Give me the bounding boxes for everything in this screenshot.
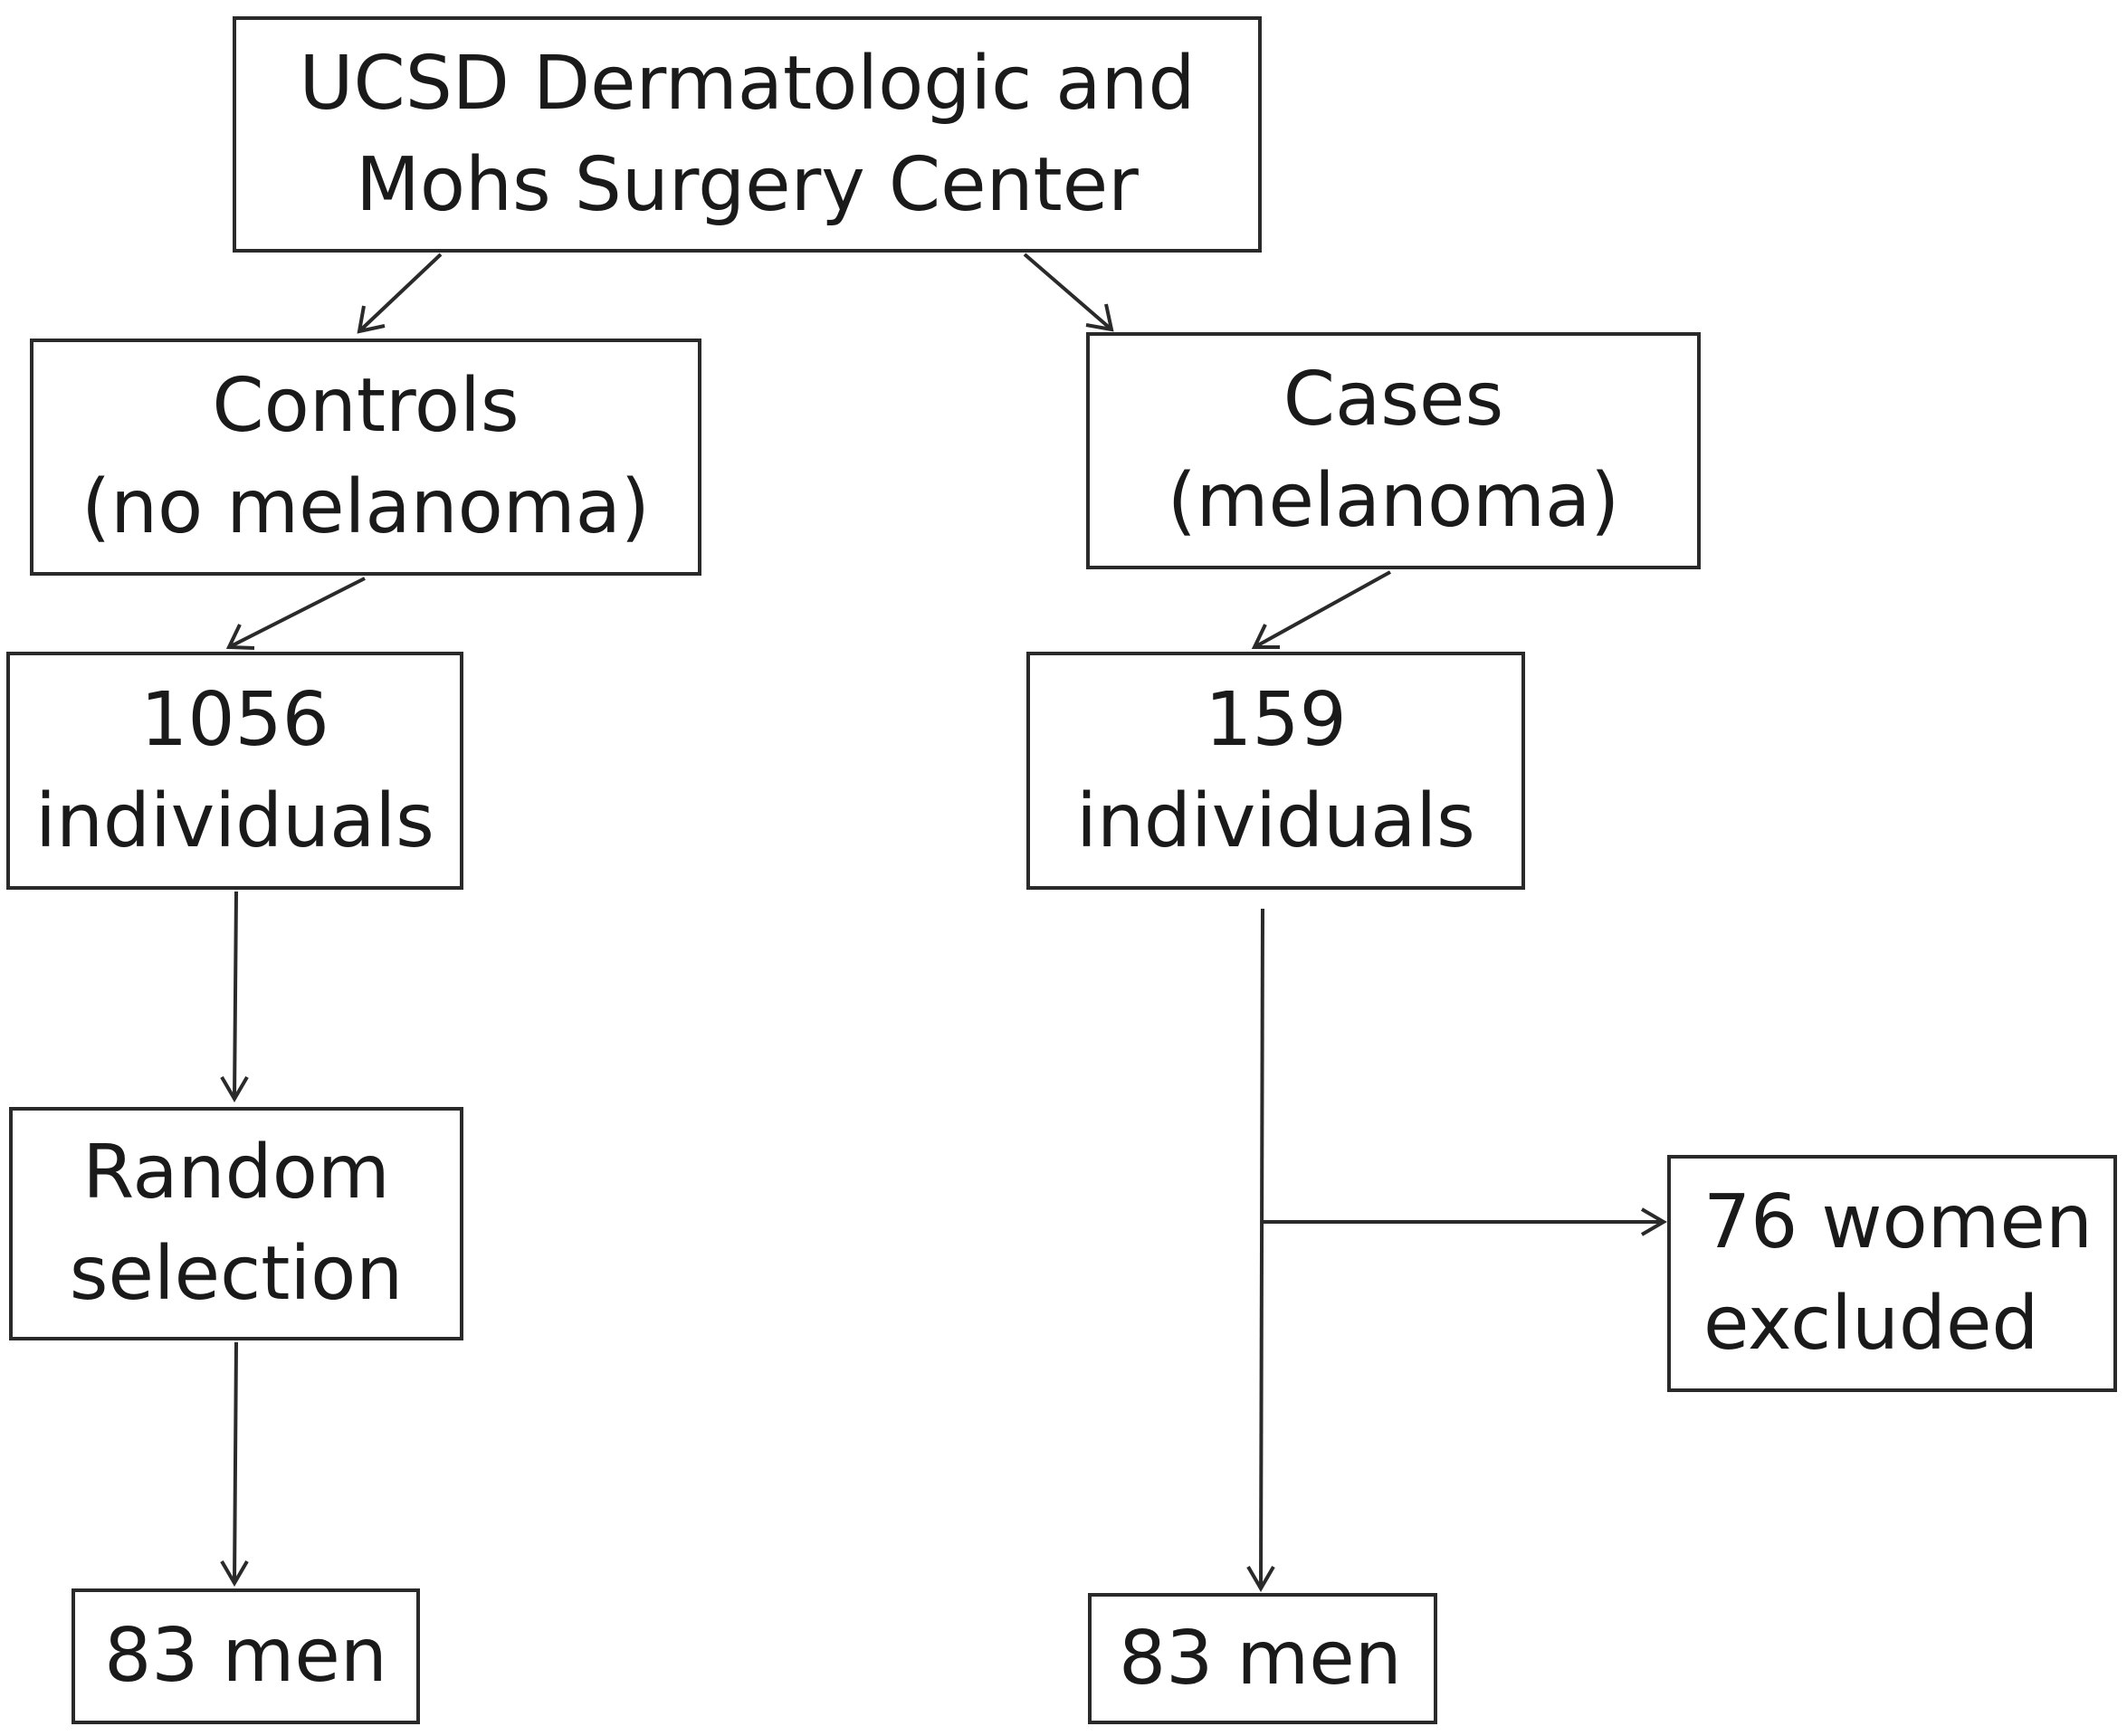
controls-box: Controls (no melanoma) (30, 339, 701, 576)
controls-subtitle: (no melanoma) (81, 464, 650, 550)
arrowhead-random-to-men (220, 1560, 249, 1587)
source-center-box: UCSD Dermatologic and Mohs Surgery Cente… (233, 16, 1262, 253)
cases-result-text: 83 men (1119, 1615, 1402, 1702)
arrow-center-to-cases (1023, 253, 1113, 331)
arrowhead-branch-to-excluded (1640, 1207, 1667, 1236)
cases-result-box: 83 men (1088, 1593, 1437, 1724)
arrow-cases-to-count (1254, 570, 1391, 649)
random-selection-box: Random selection (9, 1107, 463, 1340)
arrowhead-center-to-cases (1085, 303, 1114, 332)
arrowhead-controls-to-count (225, 624, 255, 650)
cases-subtitle: (melanoma) (1167, 458, 1620, 544)
arrow-controls-to-count (228, 577, 366, 649)
arrowhead-count-to-random (220, 1075, 249, 1102)
cases-count-label: individuals (1076, 777, 1475, 864)
excluded-line-2: excluded (1703, 1281, 2039, 1367)
cases-count-number: 159 (1205, 676, 1347, 763)
arrow-center-to-controls (358, 253, 443, 333)
controls-count-label: individuals (35, 777, 434, 864)
cases-title: Cases (1283, 357, 1504, 443)
source-line-1: UCSD Dermatologic and (299, 40, 1196, 127)
controls-result-box: 83 men (72, 1588, 420, 1724)
arrow-cases-count-to-men (1259, 908, 1264, 1589)
controls-count-box: 1056 individuals (6, 652, 463, 890)
arrowhead-center-to-controls (357, 305, 386, 334)
controls-result-text: 83 men (104, 1613, 387, 1699)
arrowhead-cases-to-count (1251, 624, 1280, 649)
excluded-box: 76 women excluded (1667, 1155, 2117, 1392)
random-selection-line-2: selection (69, 1231, 404, 1317)
controls-title: Controls (212, 363, 520, 449)
arrow-random-to-men (233, 1341, 238, 1584)
random-selection-line-1: Random (82, 1130, 390, 1216)
cases-box: Cases (melanoma) (1086, 332, 1701, 569)
arrowhead-cases-count-to-men (1246, 1565, 1275, 1592)
controls-count-number: 1056 (140, 676, 329, 763)
excluded-line-1: 76 women (1703, 1179, 2093, 1265)
arrow-count-to-random (233, 891, 238, 1100)
source-line-2: Mohs Surgery Center (356, 141, 1139, 228)
cases-count-box: 159 individuals (1026, 652, 1525, 890)
